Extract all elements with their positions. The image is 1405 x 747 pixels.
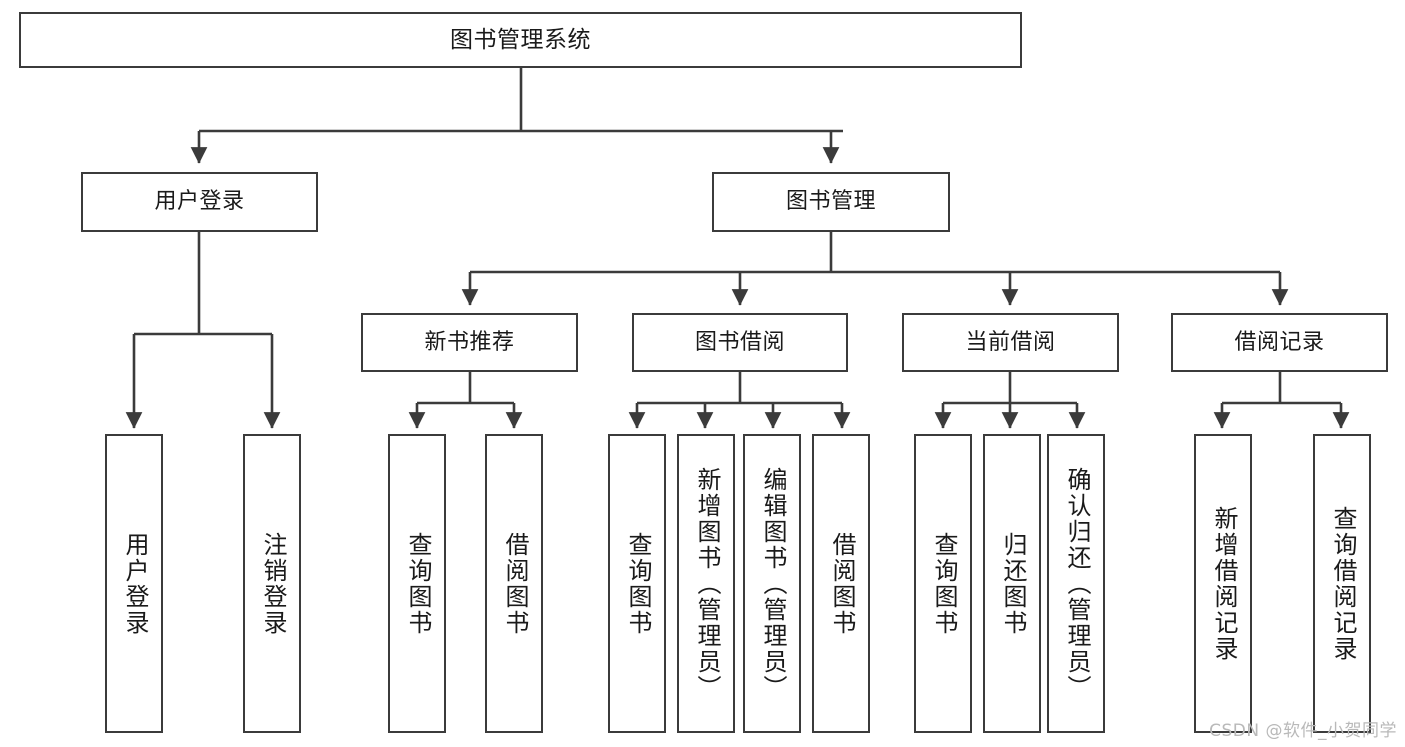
leaf-query-borrow-record[interactable]: 查询借阅记录: [1313, 434, 1371, 733]
leaf-edit-book-admin-label: 编辑图书（管理员）: [758, 466, 787, 701]
node-user-login[interactable]: 用户登录: [81, 172, 318, 232]
node-book-borrow[interactable]: 图书借阅: [632, 313, 848, 372]
node-user-login-label: 用户登录: [154, 189, 245, 215]
leaf-add-borrow-record-label: 新增借阅记录: [1209, 505, 1238, 662]
leaf-return-book[interactable]: 归还图书: [983, 434, 1041, 733]
leaf-query-book-new[interactable]: 查询图书: [388, 434, 446, 733]
leaf-query-borrow-record-label: 查询借阅记录: [1328, 505, 1357, 662]
node-root-label: 图书管理系统: [450, 26, 591, 53]
leaf-logout[interactable]: 注销登录: [243, 434, 301, 733]
node-current-borrow[interactable]: 当前借阅: [902, 313, 1119, 372]
leaf-logout-label: 注销登录: [258, 531, 287, 636]
node-root[interactable]: 图书管理系统: [19, 12, 1022, 68]
leaf-add-book-admin-label: 新增图书（管理员）: [692, 466, 721, 701]
node-book-management-label: 图书管理: [785, 189, 876, 215]
leaf-borrow-book[interactable]: 借阅图书: [812, 434, 870, 733]
leaf-borrow-book-new[interactable]: 借阅图书: [485, 434, 543, 733]
node-borrow-record[interactable]: 借阅记录: [1171, 313, 1388, 372]
leaf-user-login[interactable]: 用户登录: [105, 434, 163, 733]
node-borrow-record-label: 借阅记录: [1234, 329, 1325, 355]
leaf-add-borrow-record[interactable]: 新增借阅记录: [1194, 434, 1252, 733]
leaf-query-book-borrow[interactable]: 查询图书: [608, 434, 666, 733]
leaf-add-book-admin[interactable]: 新增图书（管理员）: [677, 434, 735, 733]
leaf-query-book-new-label: 查询图书: [403, 531, 432, 636]
watermark: CSDN @软件_小贺同学: [1209, 721, 1397, 741]
leaf-query-book-borrow-label: 查询图书: [623, 531, 652, 636]
node-current-borrow-label: 当前借阅: [965, 329, 1056, 355]
leaf-borrow-book-new-label: 借阅图书: [500, 531, 529, 636]
leaf-confirm-return-admin[interactable]: 确认归还（管理员）: [1047, 434, 1105, 733]
leaf-confirm-return-admin-label: 确认归还（管理员）: [1062, 466, 1091, 701]
node-book-borrow-label: 图书借阅: [694, 329, 785, 355]
leaf-return-book-label: 归还图书: [998, 531, 1027, 636]
node-new-book-recommend[interactable]: 新书推荐: [361, 313, 578, 372]
leaf-user-login-label: 用户登录: [120, 531, 149, 636]
node-new-book-recommend-label: 新书推荐: [424, 329, 515, 355]
leaf-query-book-current[interactable]: 查询图书: [914, 434, 972, 733]
leaf-edit-book-admin[interactable]: 编辑图书（管理员）: [743, 434, 801, 733]
leaf-query-book-current-label: 查询图书: [929, 531, 958, 636]
leaf-borrow-book-label: 借阅图书: [827, 531, 856, 636]
node-book-management[interactable]: 图书管理: [712, 172, 950, 232]
